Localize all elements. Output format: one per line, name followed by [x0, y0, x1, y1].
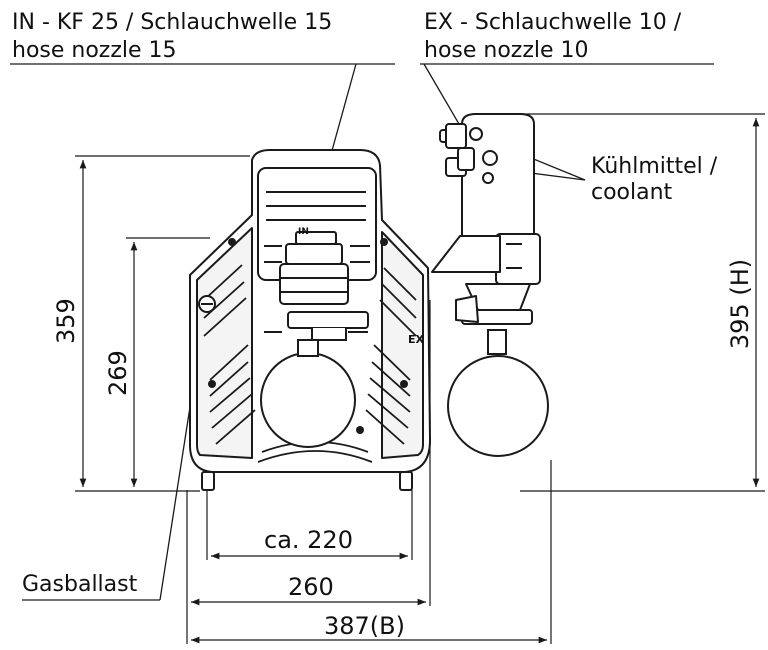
dim-387-text: 387(B) [324, 612, 405, 640]
inlet-label-line1: IN - KF 25 / Schlauchwelle 15 [12, 10, 333, 35]
left-flask [260, 339, 356, 448]
exhaust-column [431, 113, 541, 325]
exhaust-label-line2: hose nozzle 10 [424, 38, 589, 63]
gas-ballast-label: Gasballast [22, 572, 138, 597]
dim-269-text: 269 [104, 350, 132, 396]
dim-359-text: 359 [52, 298, 80, 344]
gas-ballast-leader [22, 303, 207, 601]
dim-269 [126, 237, 210, 487]
dim-395 [500, 113, 765, 492]
vent-slots-right [365, 267, 417, 445]
right-flask [447, 329, 549, 457]
coolant-nozzle-icon [445, 147, 498, 184]
coolant-label-line1: Kühlmittel / [591, 154, 718, 179]
housing-bolts [208, 238, 408, 434]
dim-220-text: ca. 220 [264, 526, 353, 554]
vent-slots-top [264, 191, 370, 333]
dim-395-text: 395 (H) [726, 258, 754, 350]
coolant-label-line2: coolant [591, 180, 673, 205]
dim-220 [206, 490, 413, 560]
exhaust-label-line1: EX - Schlauchwelle 10 / [424, 10, 682, 35]
dim-359 [75, 155, 250, 492]
badge-in: IN [298, 227, 309, 237]
dim-260-text: 260 [288, 573, 334, 601]
gas-ballast-knob-icon [198, 295, 216, 313]
vent-slots-left [203, 264, 256, 445]
badge-ex: EX [408, 333, 424, 346]
dim-387 [191, 460, 552, 644]
exhaust-nozzle-icon [439, 123, 483, 149]
dim-260 [186, 300, 431, 644]
inlet-label-line2: hose nozzle 15 [12, 38, 177, 63]
inlet-fitting [279, 231, 369, 341]
